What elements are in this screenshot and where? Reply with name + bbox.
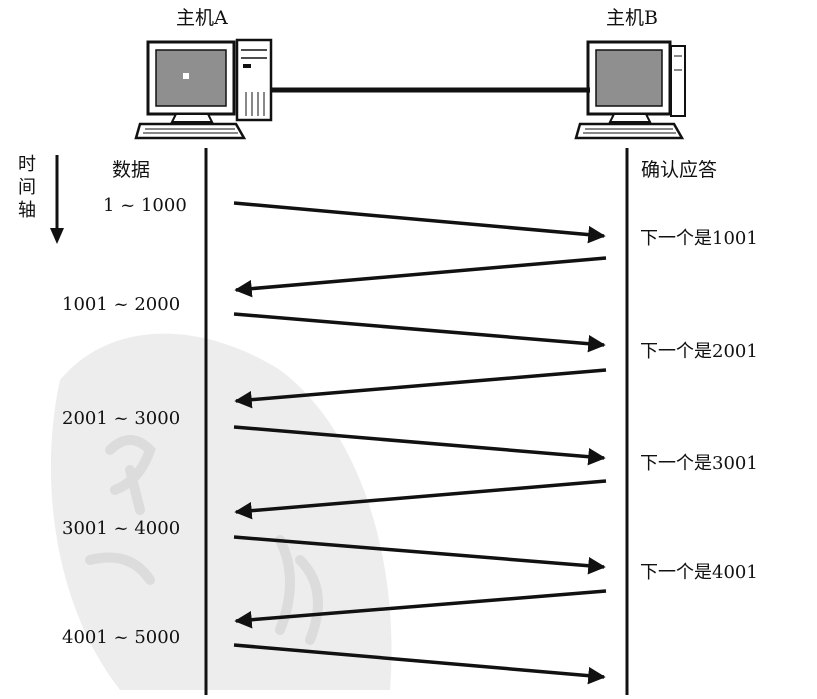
time-axis-char: 轴 bbox=[18, 200, 36, 221]
time-axis-char: 时 bbox=[18, 154, 36, 175]
ack-arrow bbox=[234, 589, 607, 629]
ack-label: 下一个是4001 bbox=[640, 562, 758, 583]
data-arrow bbox=[233, 201, 606, 244]
data-segment-label: 1 ~ 1000 bbox=[103, 195, 187, 216]
ack-column-header: 确认应答 bbox=[641, 159, 717, 181]
time-axis-char: 间 bbox=[18, 177, 36, 198]
data-arrow bbox=[233, 643, 606, 685]
data-arrow bbox=[233, 312, 606, 353]
ack-label: 下一个是1001 bbox=[640, 228, 758, 249]
data-arrow bbox=[233, 535, 606, 575]
ack-arrow bbox=[234, 368, 607, 409]
data-segment-label: 1001 ~ 2000 bbox=[62, 294, 180, 315]
ack-arrow bbox=[234, 479, 607, 520]
host-b-label: 主机B bbox=[606, 7, 658, 29]
host-a-label: 主机A bbox=[176, 7, 228, 29]
host-a-computer bbox=[134, 38, 273, 140]
host-b-computer bbox=[574, 40, 686, 140]
ack-label: 下一个是3001 bbox=[640, 453, 758, 474]
time-axis: 时 间 轴 bbox=[18, 154, 64, 244]
ack-label: 下一个是2001 bbox=[640, 341, 758, 362]
data-segment-label: 3001 ~ 4000 bbox=[62, 518, 180, 539]
watermark-seal bbox=[50, 333, 392, 690]
time-axis-arrowhead bbox=[50, 228, 64, 244]
data-column-header: 数据 bbox=[112, 159, 150, 181]
data-segment-label: 2001 ~ 3000 bbox=[62, 408, 180, 429]
ack-arrow bbox=[234, 256, 607, 298]
data-segment-label: 4001 ~ 5000 bbox=[62, 627, 180, 648]
data-arrow bbox=[233, 425, 606, 466]
